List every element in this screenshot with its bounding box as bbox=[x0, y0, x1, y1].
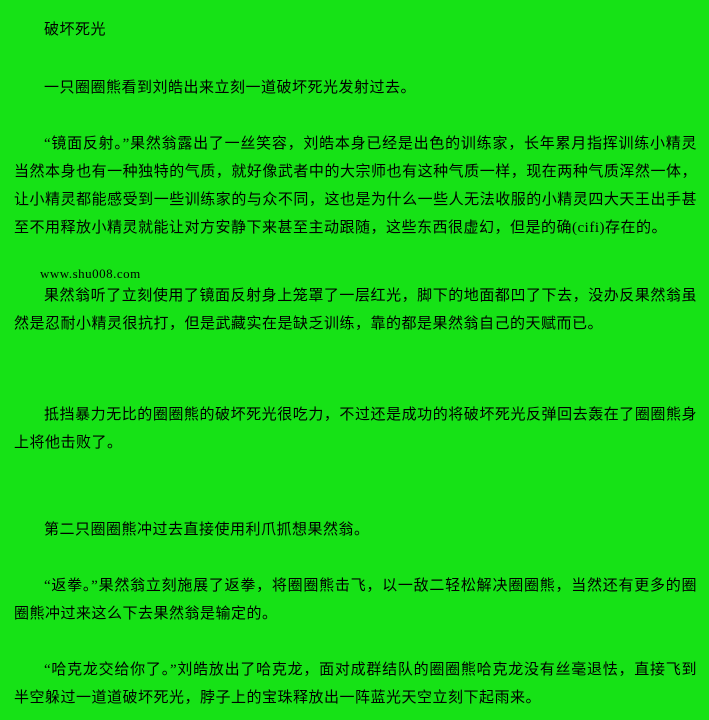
novel-paragraph: 果然翁听了立刻使用了镜面反射身上笼罩了一层红光，脚下的地面都凹了下去，没办反果然… bbox=[14, 288, 697, 332]
site-watermark: www.shu008.com bbox=[40, 266, 141, 281]
novel-paragraph: “哈克龙交给你了。”刘皓放出了哈克龙，面对成群结队的圈圈熊哈克龙没有丝毫退怯，直… bbox=[14, 662, 697, 706]
chapter-heading: 破坏死光 bbox=[44, 22, 107, 38]
novel-paragraph: 一只圈圈熊看到刘皓出来立刻一道破坏死光发射过去。 bbox=[44, 80, 417, 96]
novel-paragraph: 第二只圈圈熊冲过去直接使用利爪抓想果然翁。 bbox=[44, 522, 370, 538]
novel-paragraph: “返拳。”果然翁立刻施展了返拳，将圈圈熊击飞，以一敌二轻松解决圈圈熊，当然还有更… bbox=[14, 578, 697, 622]
novel-paragraph: “镜面反射。”果然翁露出了一丝笑容，刘皓本身已经是出色的训练家，长年累月指挥训练… bbox=[14, 136, 697, 236]
novel-paragraph: 抵挡暴力无比的圈圈熊的破坏死光很吃力，不过还是成功的将破坏死光反弹回去轰在了圈圈… bbox=[14, 407, 697, 451]
